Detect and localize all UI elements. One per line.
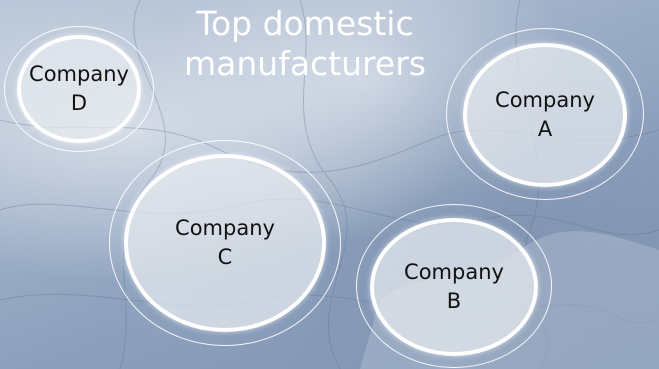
node-ring xyxy=(109,140,341,346)
node-label: Company C xyxy=(175,216,275,269)
node-label: Company A xyxy=(495,88,595,141)
node-company-b: Company B xyxy=(356,204,552,368)
diagram-title: Top domestic manufacturers xyxy=(184,4,426,83)
node-ring xyxy=(446,28,644,200)
node-label: Company B xyxy=(404,260,504,313)
node-ring xyxy=(4,26,154,152)
node-company-a: Company A xyxy=(446,28,644,200)
node-label: Company D xyxy=(29,62,129,115)
node-disc: Company D xyxy=(17,35,141,143)
node-ring xyxy=(356,204,552,368)
node-disc: Company C xyxy=(124,154,326,332)
node-disc: Company B xyxy=(370,218,538,356)
node-company-d: Company D xyxy=(4,26,154,152)
node-company-c: Company C xyxy=(109,140,341,346)
node-disc: Company A xyxy=(463,43,627,187)
